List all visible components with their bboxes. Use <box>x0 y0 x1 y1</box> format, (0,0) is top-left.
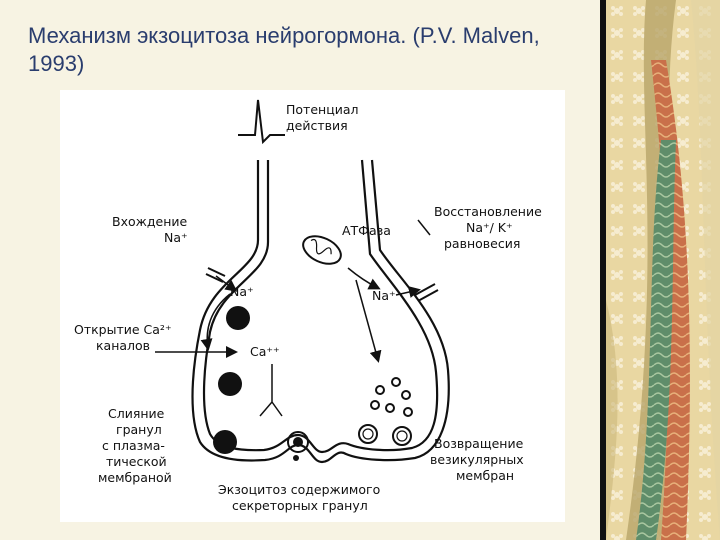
label-na-inside-right: Na⁺ <box>372 288 396 303</box>
label-fusion-2: гранул <box>116 422 162 437</box>
na-channel-left <box>205 267 226 283</box>
action-potential-trace <box>238 99 285 145</box>
secretory-granule <box>226 306 250 330</box>
fusing-granule <box>287 431 309 461</box>
label-return-3: мембран <box>456 468 514 483</box>
arrow-na-to-vesicles <box>355 279 382 363</box>
label-ca-open-2: каналов <box>96 338 150 353</box>
label-na-entry-2: Na⁺ <box>164 230 188 245</box>
recycled-vesicle <box>370 400 380 410</box>
recycled-vesicle <box>401 390 411 400</box>
label-restore-1: Восстановление <box>434 204 542 219</box>
recycled-vesicle <box>375 385 385 395</box>
label-na-inside-left: Na⁺ <box>230 284 254 299</box>
arrow-atpase-to-na <box>347 267 381 290</box>
label-exocytosis-1: Экзоцитоз содержимого <box>218 482 380 497</box>
mitochondrion <box>302 235 342 265</box>
label-fusion-1: Слияние <box>108 406 165 421</box>
label-atpase: АТФаза <box>342 223 391 238</box>
label-return-1: Возвращение <box>434 436 524 451</box>
recycled-vesicle <box>385 403 395 413</box>
recycled-vesicle <box>403 407 413 417</box>
label-restore-2: Na⁺/ K⁺ <box>466 220 513 235</box>
label-action-potential-1: Потенциал <box>286 102 358 117</box>
arrow-na-to-ca <box>200 293 231 351</box>
slide-title: Механизм экзоцитоза нейрогормона. (P.V. … <box>28 23 540 76</box>
label-return-2: везикулярных <box>430 452 524 467</box>
recycled-vesicle-large <box>358 424 378 444</box>
label-fusion-3: с плазма- <box>102 438 165 453</box>
recycled-vesicle-large <box>392 426 412 446</box>
secretory-granule <box>213 430 237 454</box>
arrow-na-out-pump <box>395 286 421 298</box>
exocytosis-diagram: Потенциал действия Вхождение Na⁺ АТФаза … <box>60 90 565 522</box>
label-na-entry-1: Вхождение <box>112 214 188 229</box>
diagram-background <box>60 90 565 522</box>
label-fusion-5: мембраной <box>98 470 172 485</box>
label-fusion-4: тической <box>106 454 167 469</box>
label-exocytosis-2: секреторных гранул <box>232 498 368 513</box>
label-action-potential-2: действия <box>286 118 348 133</box>
restore-pointer <box>417 219 431 236</box>
label-restore-3: равновесия <box>444 236 520 251</box>
recycled-vesicle <box>391 377 401 387</box>
label-ca-ion: Ca⁺⁺ <box>250 344 280 359</box>
vertical-divider <box>600 0 606 540</box>
decorative-side-panel <box>606 0 720 540</box>
label-ca-open-1: Открытие Ca²⁺ <box>74 322 172 337</box>
arrow-na-entry <box>215 275 238 292</box>
secretory-granule <box>218 372 242 396</box>
cell-membrane-outer <box>191 159 450 464</box>
arrow-ca-to-fusion <box>259 364 283 417</box>
